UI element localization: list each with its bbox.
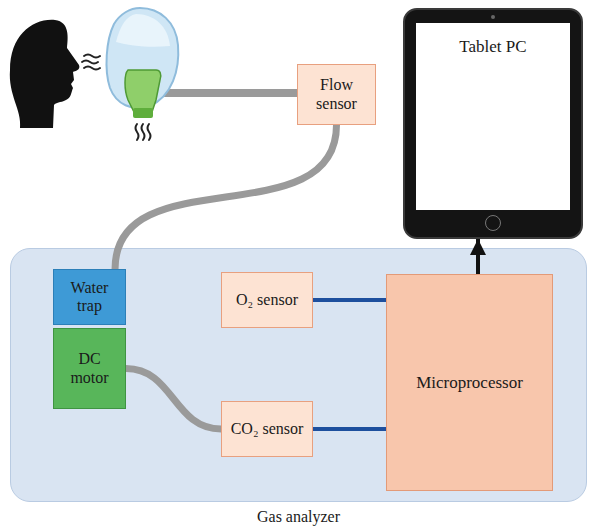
component-box: Water trap: [53, 269, 126, 325]
component-box: Flow sensor: [297, 64, 376, 125]
component-label: Flow sensor: [302, 76, 371, 113]
analyzer-housing: Gas analyzerWater trapDC motorO₂ sensorC…: [10, 248, 587, 502]
tablet-device: Tablet PC: [403, 8, 583, 239]
component-box: DC motor: [53, 328, 126, 409]
breath-lines: [82, 55, 100, 70]
home-button: [485, 215, 501, 231]
component-label: DC motor: [58, 350, 121, 387]
housing-title: Gas analyzer: [11, 508, 586, 526]
component-label: CO₂ sensor: [231, 420, 304, 438]
exhaust-lines: [136, 124, 151, 140]
valve-outlet: [133, 108, 153, 118]
component-label: Microprocessor: [416, 373, 523, 393]
component-label: Water trap: [58, 279, 121, 316]
component-box: O₂ sensor: [221, 272, 313, 328]
mask-highlight: [116, 14, 170, 47]
tube-connector: [115, 125, 336, 269]
data-arrow: [476, 239, 480, 274]
tablet-screen: Tablet PC: [416, 23, 570, 210]
device-label: Tablet PC: [459, 37, 526, 57]
tube-connector: [126, 369, 221, 430]
component-label: O₂ sensor: [236, 291, 298, 309]
component-box: CO₂ sensor: [221, 401, 313, 457]
tube-connector: [313, 427, 386, 431]
mask-tube: [160, 89, 302, 97]
tablet-camera: [491, 15, 495, 19]
head-silhouette: [10, 20, 80, 128]
tube-connector: [313, 298, 386, 302]
exhalation-valve: [125, 70, 161, 112]
component-box: Microprocessor: [386, 274, 553, 491]
